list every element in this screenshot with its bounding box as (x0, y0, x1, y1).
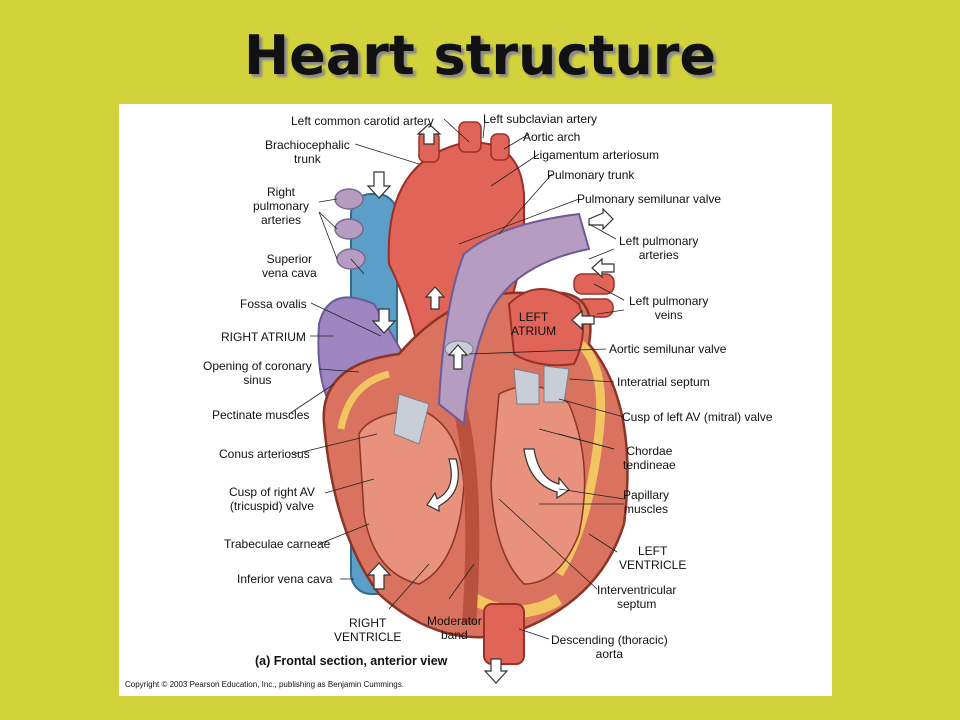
label-moderator-band: Moderator band (427, 614, 482, 642)
descending-aorta-shape (483, 603, 525, 665)
label-papillary-muscles: Papillary muscles (623, 488, 670, 516)
left-atrium-shape (507, 288, 584, 367)
label-right-ventricle: RIGHT VENTRICLE (334, 616, 402, 644)
label-superior-vena-cava: Superior vena cava (262, 252, 317, 280)
label-chordae-tendineae: Chordae tendineae (623, 444, 676, 472)
label-right-atrium: RIGHT ATRIUM (221, 330, 306, 344)
copyright-notice: Copyright © 2003 Pearson Education, Inc.… (125, 680, 404, 689)
figure-caption: (a) Frontal section, anterior view (255, 654, 448, 668)
label-left-common-carotid-artery: Left common carotid artery (291, 114, 434, 128)
label-brachiocephalic-trunk: Brachiocephalic trunk (265, 138, 350, 166)
label-interventricular-septum: Interventricular septum (597, 583, 677, 611)
label-left-subclavian-artery: Left subclavian artery (483, 112, 598, 126)
pulmonary-trunk-shape (437, 212, 591, 426)
label-pulmonary-semilunar-valve: Pulmonary semilunar valve (577, 192, 722, 206)
label-mitral-valve: Cusp of left AV (mitral) valve (622, 410, 773, 424)
label-trabeculae-carneae: Trabeculae carneae (224, 537, 331, 551)
label-pectinate-muscles: Pectinate muscles (212, 408, 310, 422)
label-ligamentum-arteriosum: Ligamentum arteriosum (533, 148, 660, 162)
label-tricuspid-valve: Cusp of right AV (tricuspid) valve (229, 485, 315, 513)
leader-lines (288, 118, 625, 640)
right-pulmonary-arteries-shape (334, 188, 366, 270)
slide-title: Heart structure (243, 24, 717, 87)
label-pulmonary-trunk: Pulmonary trunk (547, 168, 635, 182)
label-interatrial-septum: Interatrial septum (617, 375, 710, 389)
label-conus-arteriosus: Conus arteriosus (219, 447, 310, 461)
label-descending-thoracic-aorta: Descending (thoracic) aorta (551, 633, 668, 661)
label-right-pulmonary-arteries: Right pulmonary arteries (253, 185, 310, 227)
label-left-atrium: LEFT ATRIUM (511, 310, 557, 338)
label-left-pulmonary-veins: Left pulmonary veins (629, 294, 709, 322)
label-opening-of-coronary-sinus: Opening of coronary sinus (203, 359, 312, 387)
label-aortic-semilunar-valve: Aortic semilunar valve (609, 342, 727, 356)
label-left-ventricle: LEFT VENTRICLE (619, 544, 687, 572)
label-aortic-arch: Aortic arch (523, 130, 581, 144)
blood-flow-arrows (366, 123, 615, 684)
label-inferior-vena-cava: Inferior vena cava (237, 572, 333, 586)
heart-illustration (288, 118, 629, 684)
label-left-pulmonary-arteries: Left pulmonary arteries (619, 234, 699, 262)
label-fossa-ovalis: Fossa ovalis (240, 297, 307, 311)
diagram-panel: Left common carotid artery Left subclavi… (119, 104, 832, 696)
